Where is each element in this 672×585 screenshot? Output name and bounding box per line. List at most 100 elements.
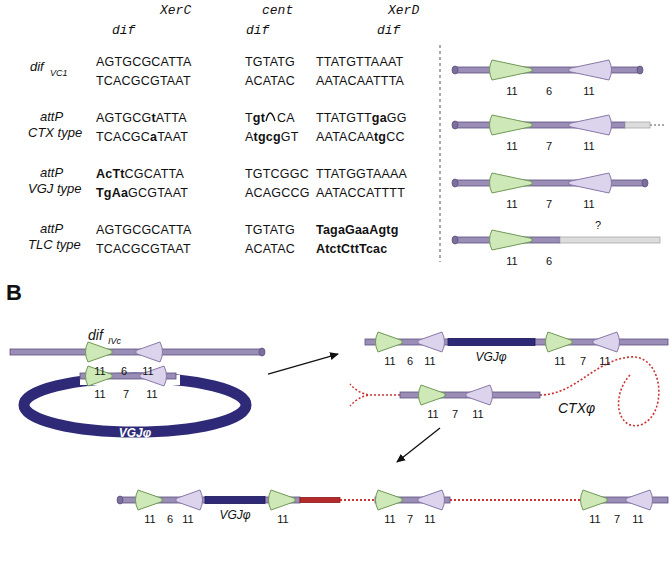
callout-number: 7 <box>546 141 552 152</box>
sequence-text: AtgcgGT <box>245 131 299 144</box>
callout-number: 11 <box>506 256 517 267</box>
sequence-text: AGTGCGCATTA <box>96 56 192 69</box>
sequence-text: ACAGCCG <box>245 187 310 200</box>
callout-number: 11 <box>583 86 594 97</box>
xerc-arm-motif <box>490 60 533 80</box>
callout-number: 11 <box>142 366 153 377</box>
sequence-text: TGTATG <box>245 56 295 69</box>
callout-number: 11 <box>632 514 643 525</box>
column-header: XerD <box>388 4 419 17</box>
xerc-arm-motif <box>490 115 533 135</box>
callout-number: 11 <box>583 199 594 210</box>
row-label: attP <box>40 166 63 179</box>
dna-band <box>455 67 640 73</box>
xerd-arm-motif <box>569 60 612 80</box>
xerd-arm-motif <box>569 173 612 193</box>
loop-arc <box>266 113 275 121</box>
callout-number: 6 <box>546 86 552 97</box>
sequence-text: TGTATG <box>245 224 295 237</box>
dna-band <box>120 497 300 503</box>
callout-number: 11 <box>424 514 435 525</box>
sequence-text: AATACAAtgCC <box>316 131 405 144</box>
callout-number: 11 <box>424 356 435 367</box>
row-label: VGJ type <box>28 182 81 195</box>
callout-number: 7 <box>123 389 129 400</box>
callout-number: 11 <box>384 356 395 367</box>
dotted-dna <box>650 124 666 126</box>
xerd-arm-motif <box>136 342 163 362</box>
phage-circle: VGJφ <box>18 372 252 440</box>
panel-letter: B <box>6 282 22 304</box>
dna-band <box>400 392 540 398</box>
xerd-arm-motif <box>569 115 612 135</box>
dna-band <box>455 237 560 243</box>
xerd-arm-motif <box>466 385 493 405</box>
callout-number: 11 <box>427 409 438 420</box>
dna-end-cap <box>452 66 458 74</box>
dna-band <box>448 339 535 346</box>
dotted-dna <box>340 499 375 501</box>
sequence-text: AcTtCGCATTA <box>96 168 184 181</box>
phage-fork <box>350 384 400 406</box>
xerc-arm-motif <box>490 230 533 250</box>
xerd-arm-motif <box>418 332 445 352</box>
phage-genome-loop <box>540 357 659 426</box>
dna-end-cap <box>642 179 648 187</box>
row-label: dif <box>30 60 44 73</box>
phage-name: VGJφ <box>119 427 151 439</box>
sequence-text: TagaGaaAgtg <box>316 224 399 237</box>
phage-label: VGJφ <box>475 351 506 363</box>
callout-number: 6 <box>546 256 552 267</box>
separator-line <box>440 45 441 262</box>
sequence-text: TTATGTTAAAT <box>316 56 403 69</box>
xerc-arm-motif <box>581 490 608 510</box>
step-arrow <box>268 354 338 374</box>
xerd-arm-motif <box>176 490 203 510</box>
xerc-arm-motif <box>376 490 403 510</box>
phage-label: VGJφ <box>219 509 250 521</box>
dna-band <box>300 498 340 503</box>
xerc-arm-motif <box>376 332 403 352</box>
xerc-arm-motif <box>490 173 533 193</box>
phage-ring <box>24 378 246 432</box>
callout-number: 11 <box>506 86 517 97</box>
callout-number: 11 <box>583 141 594 152</box>
xerd-arm-motif <box>418 490 445 510</box>
row-label: attP <box>40 110 63 123</box>
sequence-text: CA <box>277 112 295 125</box>
callout-number: 7 <box>614 514 620 525</box>
xerc-arm-motif <box>269 490 296 510</box>
callout-number: 11 <box>94 366 105 377</box>
xerd-arm-motif <box>626 490 653 510</box>
sequence-text: AtctCttTcac <box>316 243 387 256</box>
xerd-arm-motif <box>593 332 620 352</box>
dotted-dna <box>450 499 582 501</box>
callout-number: 6 <box>407 356 413 367</box>
callout-number: 11 <box>506 199 517 210</box>
phage-loop: CTXφ <box>540 335 670 445</box>
callout-number: ? <box>595 220 601 231</box>
sequence-text: TCACGCaTAAT <box>96 131 188 144</box>
sequence-text: TgAaGCGTAAT <box>96 187 188 200</box>
callout-number: 11 <box>384 514 395 525</box>
sequence-text: Tgt <box>245 112 265 125</box>
xerc-arm-motif <box>136 490 163 510</box>
column-header: dif <box>246 24 269 37</box>
dna-end-cap <box>259 348 265 356</box>
callout-number: 7 <box>546 199 552 210</box>
row-label: CTX type <box>28 126 82 139</box>
callout-number: 7 <box>580 356 586 367</box>
xerc-arm-motif <box>419 385 446 405</box>
callout-number: 11 <box>472 409 483 420</box>
callout-number: 11 <box>506 141 517 152</box>
column-header: XerC <box>160 4 191 17</box>
callout-number: 11 <box>94 389 105 400</box>
column-header: dif <box>112 24 135 37</box>
dna-band <box>455 180 645 186</box>
callout-number: 11 <box>182 514 193 525</box>
column-header: cent <box>262 4 293 17</box>
callout-number: 11 <box>554 356 565 367</box>
sequence-text: TGTCGGC <box>245 168 309 181</box>
site-label: dif <box>88 328 103 342</box>
